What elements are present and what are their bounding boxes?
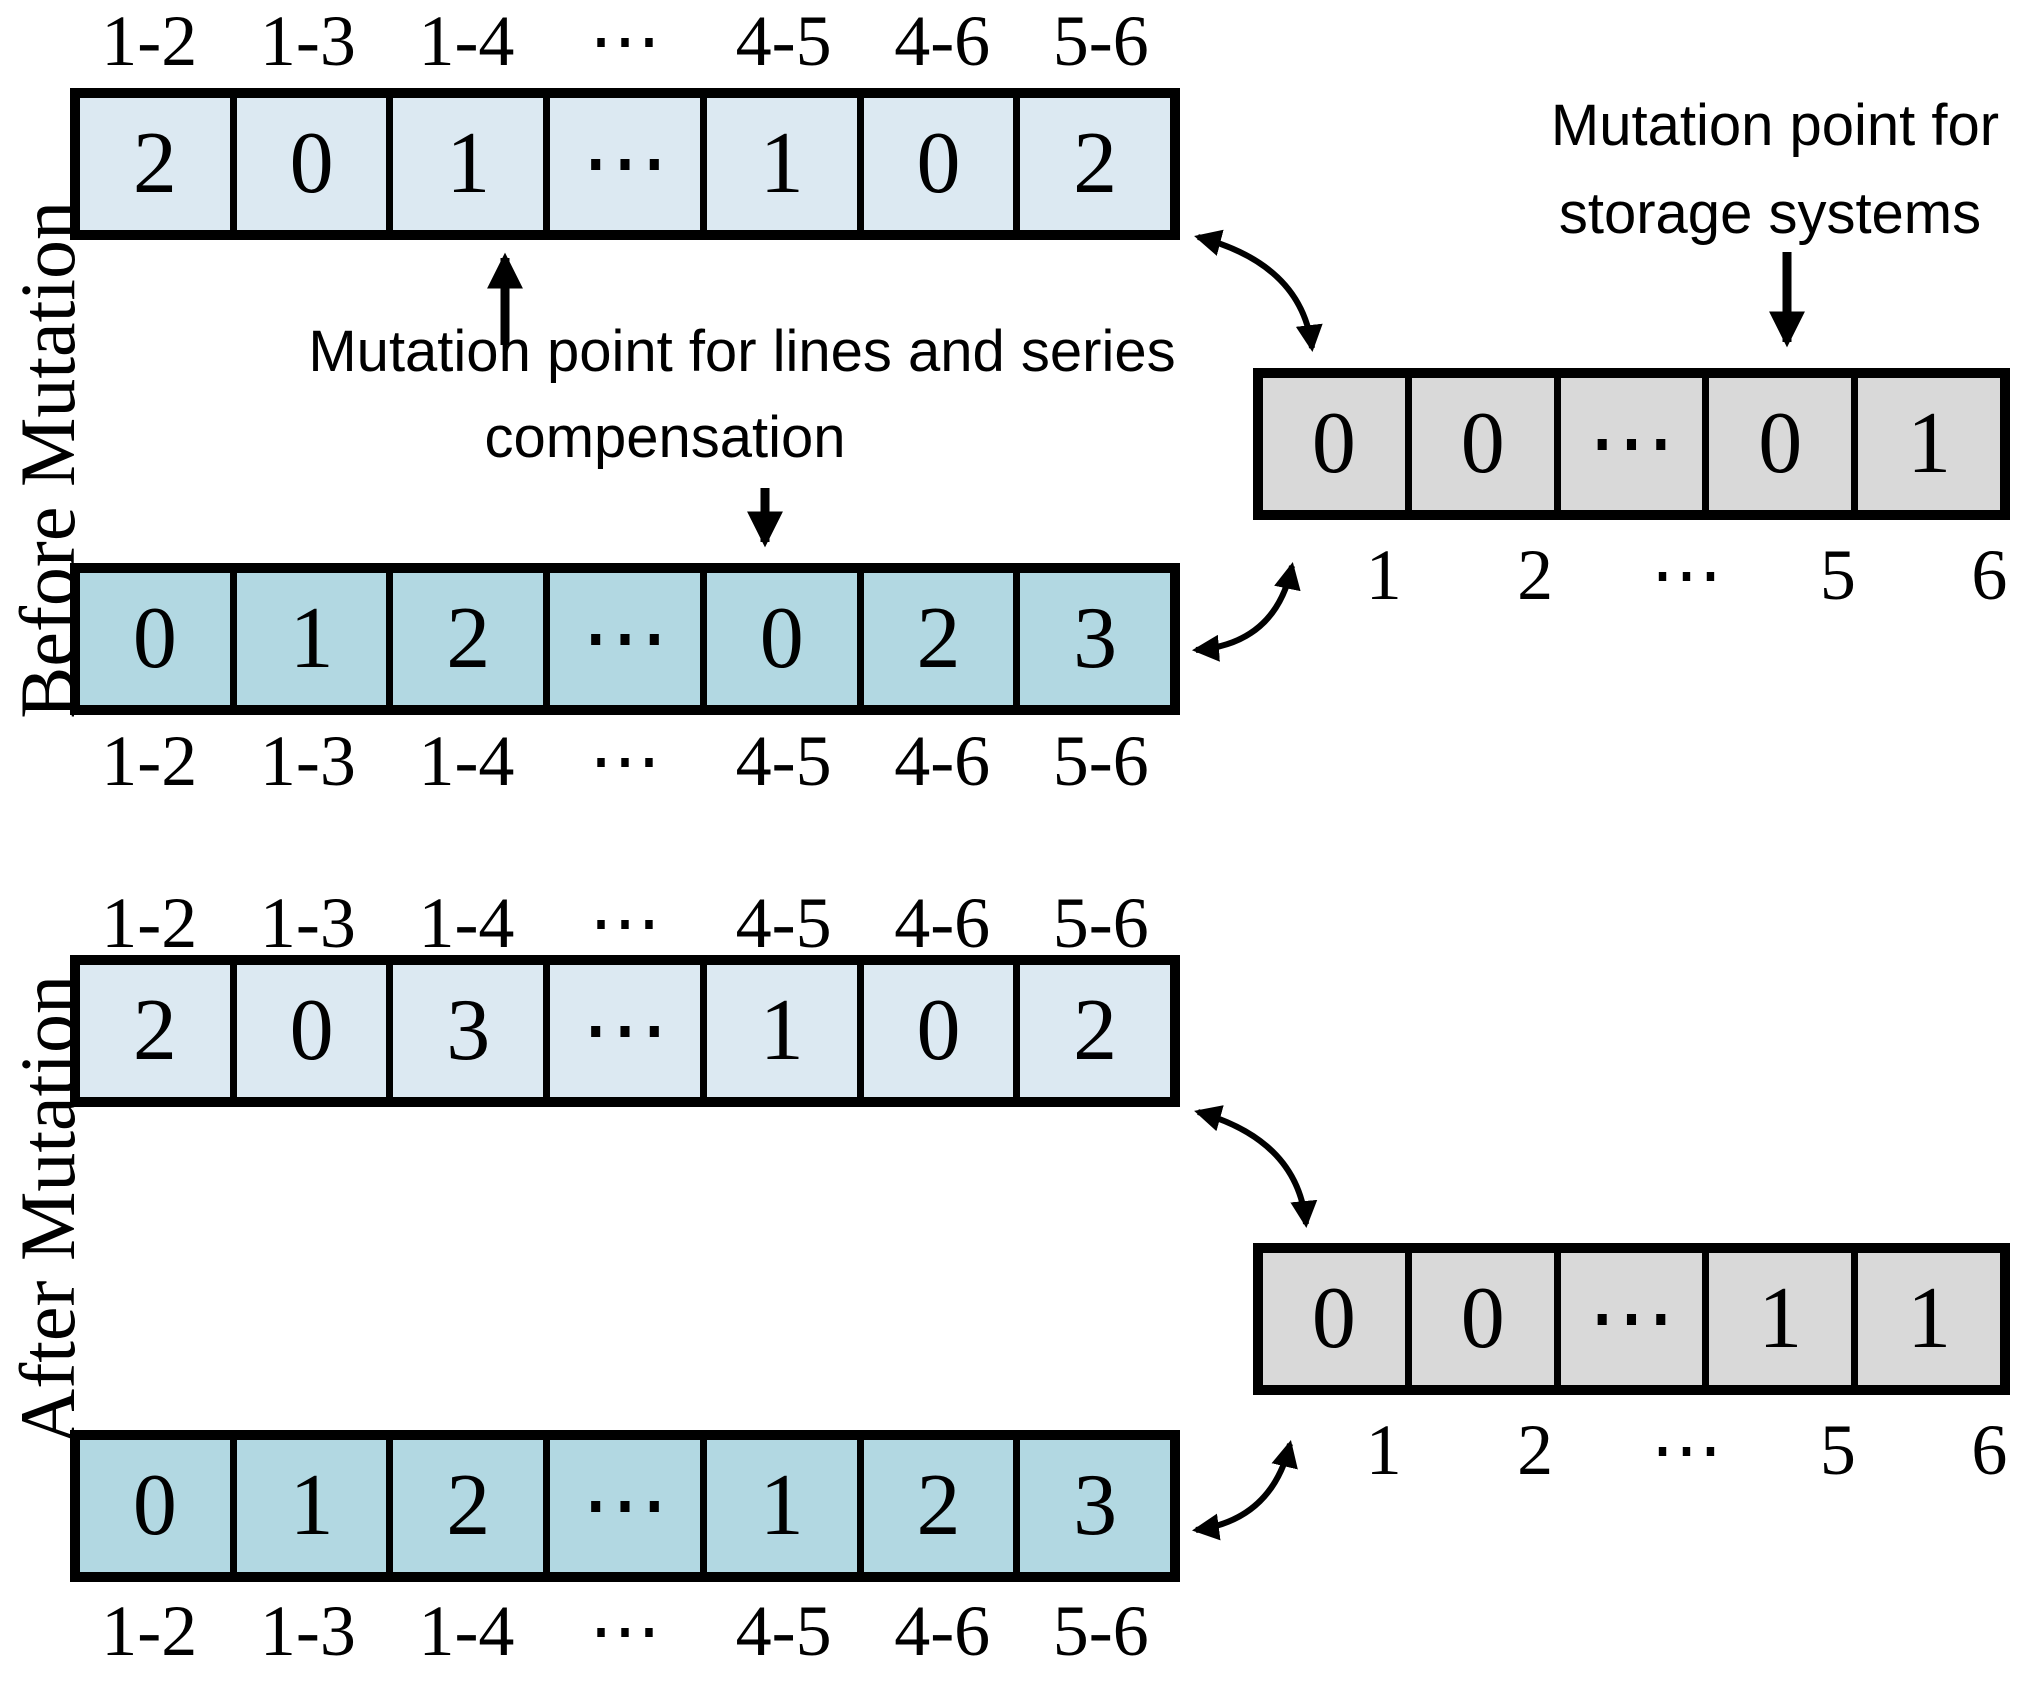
lines-annotation-line2: compensation bbox=[484, 405, 846, 470]
storage-label: ⋯ bbox=[1650, 535, 1723, 615]
storage-cell: 0 bbox=[1702, 378, 1852, 510]
gene-cell: 2 bbox=[80, 98, 230, 230]
gene-cell: 2 bbox=[386, 573, 544, 705]
gene-label: 4-6 bbox=[894, 721, 991, 801]
gene-cell: 0 bbox=[856, 965, 1014, 1097]
storage-label: 1 bbox=[1365, 535, 1402, 615]
gene-label: 5-6 bbox=[1052, 883, 1149, 963]
gene-cell: 1 bbox=[229, 1440, 387, 1572]
gene-cell: 0 bbox=[80, 573, 230, 705]
gene-cell: 0 bbox=[80, 1440, 230, 1572]
gene-cell: ⋯ bbox=[543, 98, 700, 230]
gene-cell: 2 bbox=[856, 573, 1014, 705]
gene-label: 1-2 bbox=[101, 1, 198, 81]
gene-label: 1-2 bbox=[101, 883, 198, 963]
after-top-storage-link-arrow bbox=[1194, 1105, 1318, 1229]
storage-label: 5 bbox=[1819, 1410, 1856, 1490]
storage-label: 6 bbox=[1971, 535, 2008, 615]
after-top-array-labels: 1-2 1-3 1-4 ⋯ 4-5 4-6 5-6 bbox=[70, 883, 1180, 963]
gene-label: 4-5 bbox=[735, 1591, 832, 1671]
gene-cell: ⋯ bbox=[543, 573, 700, 705]
after-bottom-array-labels: 1-2 1-3 1-4 ⋯ 4-5 4-6 5-6 bbox=[70, 1591, 1180, 1671]
storage-label: ⋯ bbox=[1650, 1410, 1723, 1490]
gene-label: 1-4 bbox=[418, 721, 515, 801]
after-lines-gene-array: 2 0 3 ⋯ 1 0 2 bbox=[70, 955, 1180, 1107]
lines-annotation-line1: Mutation point for lines and series bbox=[308, 319, 1176, 384]
after-storage-array: 0 0 ⋯ 1 1 bbox=[1253, 1243, 2010, 1395]
gene-cell: 1 bbox=[229, 573, 387, 705]
gene-cell: 1 bbox=[699, 98, 857, 230]
storage-annotation-line2: storage systems bbox=[1558, 181, 1982, 246]
storage-cell: 0 bbox=[1263, 1253, 1405, 1385]
gene-cell: 2 bbox=[386, 1440, 544, 1572]
gene-label: 4-5 bbox=[735, 883, 832, 963]
gene-cell: 3 bbox=[386, 965, 544, 1097]
storage-label: 6 bbox=[1971, 1410, 2008, 1490]
before-series-gene-array: 0 1 2 ⋯ 0 2 3 bbox=[70, 563, 1180, 715]
gene-label: 5-6 bbox=[1052, 721, 1149, 801]
storage-label: 2 bbox=[1517, 535, 1554, 615]
gene-cell: 3 bbox=[1013, 1440, 1171, 1572]
before-bottom-storage-link-arrow bbox=[1191, 562, 1301, 662]
gene-label: 4-6 bbox=[894, 883, 991, 963]
gene-label: 4-6 bbox=[894, 1591, 991, 1671]
gene-label: 1-4 bbox=[418, 883, 515, 963]
storage-cell: 0 bbox=[1404, 1253, 1554, 1385]
gene-cell: 0 bbox=[856, 98, 1014, 230]
before-bottom-array-labels: 1-2 1-3 1-4 ⋯ 4-5 4-6 5-6 bbox=[70, 721, 1180, 801]
gene-label: 4-6 bbox=[894, 1, 991, 81]
gene-label: 5-6 bbox=[1052, 1, 1149, 81]
gene-cell: 2 bbox=[80, 965, 230, 1097]
gene-label: ⋯ bbox=[589, 1, 662, 81]
gene-label: 1-4 bbox=[418, 1, 515, 81]
gene-cell: 1 bbox=[699, 965, 857, 1097]
storage-label: 1 bbox=[1365, 1410, 1402, 1490]
gene-cell: 1 bbox=[699, 1440, 857, 1572]
storage-cell: ⋯ bbox=[1553, 1253, 1703, 1385]
gene-label: 1-3 bbox=[259, 1, 356, 81]
gene-label: 5-6 bbox=[1052, 1591, 1149, 1671]
gene-label: 1-4 bbox=[418, 1591, 515, 1671]
storage-cell: 1 bbox=[1702, 1253, 1852, 1385]
before-storage-array-labels: 1 2 ⋯ 5 6 bbox=[1308, 535, 2026, 615]
gene-label: 1-3 bbox=[259, 721, 356, 801]
gene-cell: 3 bbox=[1013, 573, 1171, 705]
before-storage-array: 0 0 ⋯ 0 1 bbox=[1253, 368, 2010, 520]
storage-label: 2 bbox=[1517, 1410, 1554, 1490]
gene-cell: ⋯ bbox=[543, 1440, 700, 1572]
storage-cell: 1 bbox=[1851, 1253, 2000, 1385]
gene-label: 1-2 bbox=[101, 1591, 198, 1671]
gene-cell: 2 bbox=[856, 1440, 1014, 1572]
storage-label: 5 bbox=[1819, 535, 1856, 615]
storage-annotation-line1: Mutation point for bbox=[1550, 93, 2000, 158]
gene-label: 4-5 bbox=[735, 721, 832, 801]
storage-cell: 1 bbox=[1851, 378, 2000, 510]
gene-label: 1-2 bbox=[101, 721, 198, 801]
after-series-gene-array: 0 1 2 ⋯ 1 2 3 bbox=[70, 1430, 1180, 1582]
gene-cell: 0 bbox=[229, 98, 387, 230]
gene-cell: 0 bbox=[699, 573, 857, 705]
gene-cell: 2 bbox=[1013, 98, 1171, 230]
gene-cell: 0 bbox=[229, 965, 387, 1097]
storage-cell: ⋯ bbox=[1553, 378, 1703, 510]
storage-cell: 0 bbox=[1263, 378, 1405, 510]
gene-label: ⋯ bbox=[589, 883, 662, 963]
after-bottom-storage-link-arrow bbox=[1191, 1440, 1298, 1541]
gene-label: ⋯ bbox=[589, 1591, 662, 1671]
gene-label: 1-3 bbox=[259, 883, 356, 963]
after-storage-array-labels: 1 2 ⋯ 5 6 bbox=[1308, 1410, 2026, 1490]
gene-label: ⋯ bbox=[589, 721, 662, 801]
storage-cell: 0 bbox=[1404, 378, 1554, 510]
before-top-array-labels: 1-2 1-3 1-4 ⋯ 4-5 4-6 5-6 bbox=[70, 1, 1180, 81]
gene-cell: ⋯ bbox=[543, 965, 700, 1097]
before-top-storage-link-arrow bbox=[1194, 229, 1323, 353]
gene-cell: 2 bbox=[1013, 965, 1171, 1097]
gene-label: 4-5 bbox=[735, 1, 832, 81]
gene-label: 1-3 bbox=[259, 1591, 356, 1671]
gene-cell: 1 bbox=[386, 98, 544, 230]
before-lines-gene-array: 2 0 1 ⋯ 1 0 2 bbox=[70, 88, 1180, 240]
